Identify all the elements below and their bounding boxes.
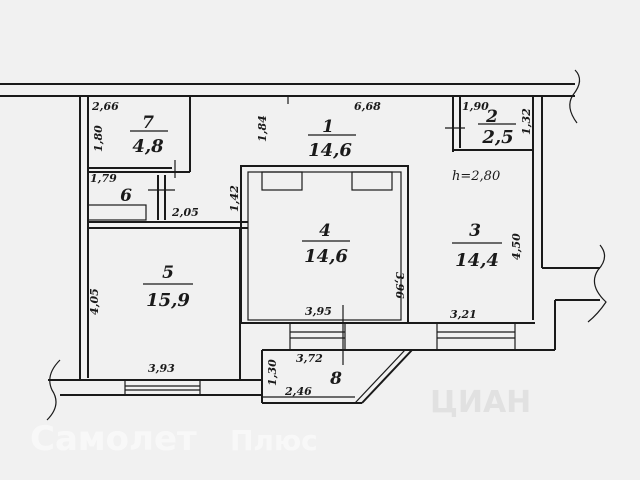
dim-label: 2,05 xyxy=(171,206,199,219)
dim-label: 1,90 xyxy=(462,100,489,113)
room-5-area: 15,9 xyxy=(146,290,190,311)
dim-label: 1,79 xyxy=(90,172,117,185)
dim-label: 4,50 xyxy=(510,233,523,260)
walls xyxy=(0,69,607,421)
dim-label: 6,68 xyxy=(354,100,381,113)
dim-label: 1,30 xyxy=(266,359,279,386)
room-2-area: 2,5 xyxy=(481,127,513,148)
dim-label: 3,93 xyxy=(148,362,175,375)
watermark-samolet: Самолет xyxy=(30,419,197,459)
dim-label: 3,96 xyxy=(393,272,406,299)
room-labels: 1 14,6 2 2,5 3 14,4 4 14,6 5 15,9 6 7 4,… xyxy=(120,107,516,389)
room-3-area: 14,4 xyxy=(455,250,499,271)
dim-label: 3,72 xyxy=(296,352,323,365)
dim-label: 1,42 xyxy=(228,185,241,212)
watermarks: Самолет Плюс ЦИАН xyxy=(30,385,531,459)
dim-label: 1,80 xyxy=(92,125,105,152)
ceiling-height: h=2,80 xyxy=(452,169,500,184)
watermark-cian: ЦИАН xyxy=(430,385,531,420)
watermark-plus: Плюс xyxy=(230,424,318,457)
dim-label: 3,95 xyxy=(305,305,332,318)
room-5-number: 5 xyxy=(162,263,174,283)
room-7-number: 7 xyxy=(142,113,154,133)
dim-label: 4,05 xyxy=(88,288,101,315)
room-3-number: 3 xyxy=(469,221,481,241)
dim-label: 2,46 xyxy=(284,385,312,398)
dim-label: 1,84 xyxy=(256,115,269,142)
room-4-area: 14,6 xyxy=(304,246,348,267)
dim-label: 3,21 xyxy=(450,308,477,321)
dim-label: 2,66 xyxy=(91,100,119,113)
dimension-labels: 2,66 1,80 1,79 1,84 6,68 1,90 1,32 1,42 … xyxy=(88,100,533,398)
room-4-number: 4 xyxy=(319,221,331,241)
room-2-number: 2 xyxy=(485,107,498,127)
dim-label: 1,32 xyxy=(520,108,533,135)
room-8-number: 8 xyxy=(329,369,342,389)
room-6-number: 6 xyxy=(120,186,132,206)
room-1-number: 1 xyxy=(322,117,334,137)
room-7-area: 4,8 xyxy=(132,136,164,157)
room-1-area: 14,6 xyxy=(308,140,352,161)
